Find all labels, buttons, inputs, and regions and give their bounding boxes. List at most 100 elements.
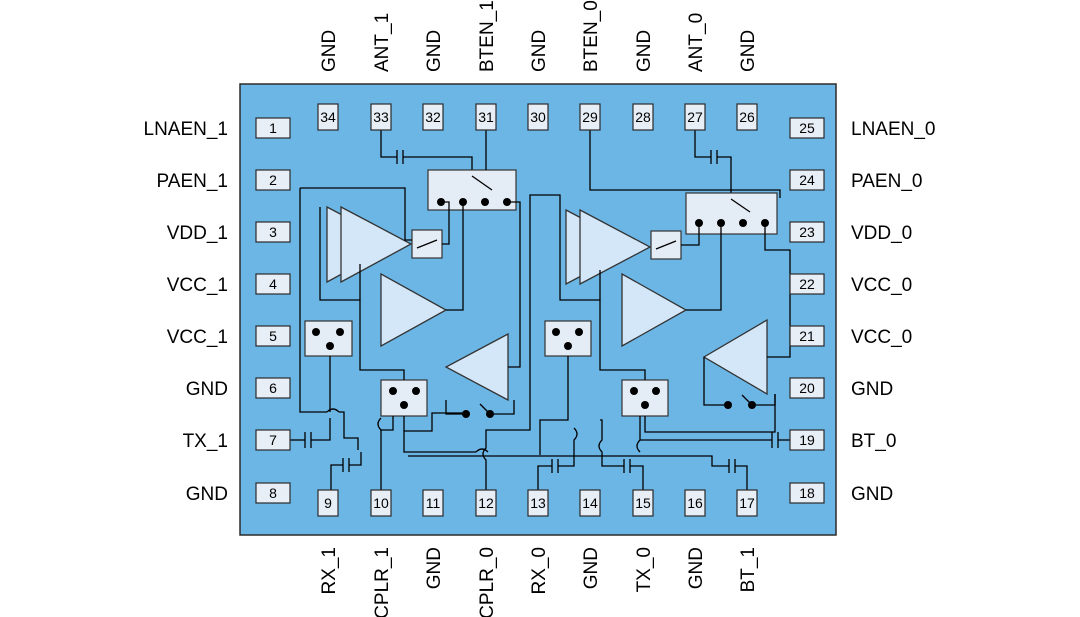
pin-label: GND [686, 547, 707, 589]
pin-number: 8 [269, 485, 277, 501]
pin-pad-22 [789, 273, 825, 295]
pin-number: 3 [269, 224, 277, 240]
pin-number: 34 [320, 109, 336, 125]
pin-number: 4 [269, 276, 277, 292]
pin-label: BTEN_1 [477, 0, 498, 72]
pin-label: VCC_0 [851, 275, 912, 296]
pin-pad-28 [632, 103, 654, 131]
pin-pad-19 [789, 429, 825, 451]
pin-number: 2 [269, 172, 277, 188]
pin-pad-17 [736, 489, 758, 517]
pin-label: GND [851, 484, 893, 505]
pin-label: PAEN_0 [851, 171, 922, 192]
pin-number: 25 [799, 120, 815, 136]
pin-number: 15 [635, 495, 651, 511]
pin-label: PAEN_1 [157, 171, 228, 192]
pin-number: 33 [373, 109, 389, 125]
pin-number: 11 [426, 495, 441, 511]
pin-pad-27 [684, 103, 706, 131]
pin-label: VDD_1 [167, 223, 228, 244]
pin-pad-20 [789, 377, 825, 399]
pin-label: ANT_1 [372, 13, 393, 72]
pin-number: 12 [478, 495, 494, 511]
pin-number: 16 [687, 495, 703, 511]
pin-pad-29 [579, 103, 601, 131]
pin-label: GND [424, 547, 445, 589]
pin-label: ANT_0 [686, 13, 707, 72]
pin-number: 29 [582, 109, 598, 125]
pin-number: 9 [324, 495, 332, 511]
pin-pad-18 [789, 482, 825, 504]
pin-pad-24 [789, 169, 825, 191]
pin-number: 19 [799, 432, 815, 448]
pin-label: LNAEN_1 [144, 119, 229, 140]
pin-number: 18 [799, 485, 815, 501]
pin-pad-34 [317, 103, 339, 131]
pin-pad-14 [579, 489, 601, 517]
pin-pad-8 [255, 482, 291, 504]
pin-number: 17 [739, 495, 755, 511]
pin-pad-13 [527, 489, 549, 517]
pin-label: RX_1 [319, 547, 340, 595]
pin-label: VDD_0 [851, 223, 912, 244]
pin-pad-9 [317, 489, 339, 517]
pin-label: VCC_0 [851, 327, 912, 348]
pin-pad-23 [789, 221, 825, 243]
pin-pad-15 [632, 489, 654, 517]
pin-number: 14 [582, 495, 598, 511]
pin-pad-31 [475, 103, 497, 131]
pin-pad-33 [370, 103, 392, 131]
pin-number: 28 [635, 109, 651, 125]
pin-pad-32 [422, 103, 444, 131]
chip-body [239, 83, 837, 536]
pin-label: RX_0 [529, 547, 550, 595]
pin-label: BT_1 [738, 547, 759, 592]
pin-pad-21 [789, 325, 825, 347]
pin-label: BT_0 [851, 431, 896, 452]
pin-pad-3 [255, 221, 291, 243]
pin-pad-6 [255, 377, 291, 399]
pin-pad-11 [422, 489, 444, 517]
pin-pad-16 [684, 489, 706, 517]
pin-label: GND [581, 547, 602, 589]
pin-number: 24 [799, 172, 815, 188]
pin-label: LNAEN_0 [851, 119, 936, 140]
pin-number: 13 [530, 495, 546, 511]
pin-label: GND [424, 30, 445, 72]
pin-pad-12 [475, 489, 497, 517]
pin-label: TX_0 [634, 547, 655, 592]
pin-label: VCC_1 [167, 327, 228, 348]
pin-number: 32 [425, 109, 441, 125]
pin-label: GND [634, 30, 655, 72]
pin-label: GND [738, 30, 759, 72]
pin-label: TX_1 [183, 431, 228, 452]
pin-pad-30 [527, 103, 549, 131]
pin-pad-5 [255, 325, 291, 347]
pin-number: 21 [799, 328, 815, 344]
pin-label: GND [529, 30, 550, 72]
pin-number: 5 [269, 328, 277, 344]
pin-pad-25 [789, 117, 825, 139]
pin-label: GND [186, 484, 228, 505]
pin-number: 10 [373, 495, 389, 511]
pin-label: CPLR_1 [372, 547, 393, 617]
pin-number: 6 [269, 380, 277, 396]
pin-number: 30 [530, 109, 546, 125]
pin-label: GND [851, 379, 893, 400]
pin-number: 20 [799, 380, 815, 396]
pin-label: CPLR_0 [477, 547, 498, 617]
pin-pad-7 [255, 429, 291, 451]
pin-label: VCC_1 [167, 275, 228, 296]
pin-number: 7 [269, 432, 277, 448]
pin-label: BTEN_0 [581, 0, 602, 72]
internal-circuit [290, 130, 791, 490]
pin-number: 23 [799, 224, 815, 240]
pin-number: 31 [478, 109, 494, 125]
pins-layer: 1LNAEN_12PAEN_13VDD_14VCC_15VCC_16GND7TX… [144, 0, 936, 617]
pin-label: GND [319, 30, 340, 72]
pin-pad-26 [736, 103, 758, 131]
pin-label: GND [186, 379, 228, 400]
pin-number: 26 [739, 109, 755, 125]
pin-pad-4 [255, 273, 291, 295]
